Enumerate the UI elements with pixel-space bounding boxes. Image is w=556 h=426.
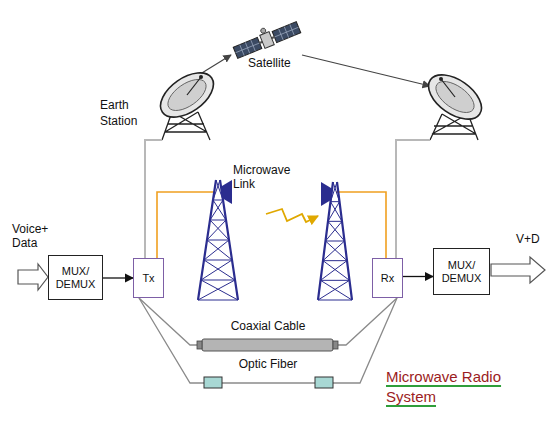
coaxial-cable — [197, 339, 338, 351]
receiver-box: Rx — [372, 258, 403, 298]
cable-connector — [139, 298, 397, 383]
cable-connector — [139, 298, 397, 345]
downlink-arrow — [302, 55, 430, 86]
earth-station-dish — [153, 64, 222, 140]
satellite-label: Satellite — [248, 56, 291, 70]
satellite-icon — [231, 16, 301, 60]
input-arrow — [18, 264, 48, 290]
optic-fiber-connector — [204, 377, 333, 388]
box-label: Tx — [142, 272, 154, 285]
box-label: MUX/ DEMUX — [56, 265, 96, 291]
microwave-signal — [266, 209, 318, 222]
tower-antenna — [222, 180, 232, 204]
microwave-tower — [198, 180, 352, 300]
cable-label: Coaxial Cable — [229, 319, 308, 333]
earth-station-dish — [421, 66, 490, 140]
signal-label: Voice+ Data — [12, 222, 56, 250]
feed-line — [396, 140, 430, 258]
feed-line — [145, 140, 162, 258]
signal-connector — [403, 276, 433, 277]
signal-label: V+D — [516, 232, 540, 246]
cable-label: Optic Fiber — [237, 357, 300, 371]
signal-connector — [103, 277, 133, 278]
earth-station-label: Earth Station — [100, 97, 148, 129]
mux-box: MUX/ DEMUX — [433, 248, 490, 295]
diagram-caption: Microwave Radio System — [386, 367, 536, 407]
box-label: MUX/ DEMUX — [442, 259, 482, 285]
output-arrow — [491, 257, 545, 283]
tower-antenna — [321, 182, 331, 206]
mux-box: MUX/ DEMUX — [48, 255, 103, 300]
link-label: Microwave Link — [233, 163, 297, 191]
transmitter-box: Tx — [133, 258, 164, 298]
box-label: Rx — [381, 272, 394, 285]
